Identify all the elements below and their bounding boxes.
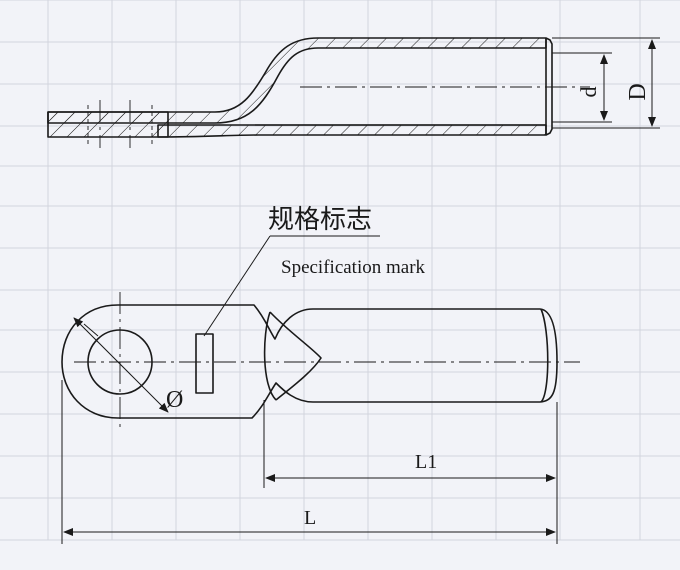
lug-section-view bbox=[47, 37, 553, 138]
label-L1: L1 bbox=[415, 451, 437, 473]
barrel-lower-wall bbox=[157, 124, 547, 138]
palm-plate-section bbox=[47, 111, 169, 138]
extension-lines bbox=[61, 380, 558, 544]
spec-mark-leader bbox=[203, 235, 271, 337]
spec-mark-label-en: Specification mark bbox=[281, 257, 426, 278]
label-L: L bbox=[304, 507, 316, 529]
hole-diameter-label: Ø bbox=[166, 387, 183, 413]
hatched-wall-section bbox=[47, 37, 547, 124]
label-d: d bbox=[576, 87, 601, 98]
section-centerlines bbox=[99, 86, 590, 148]
lug-outline bbox=[61, 304, 558, 419]
barrel-end-cap bbox=[545, 37, 553, 136]
crimp-transition-curve bbox=[269, 311, 322, 401]
spec-mark-box bbox=[195, 333, 214, 394]
diameter-dimensions bbox=[552, 37, 660, 129]
lug-front-view bbox=[61, 304, 558, 419]
hole-diameter-dimension bbox=[73, 317, 169, 413]
spec-mark-label-cn: 规格标志 bbox=[268, 205, 372, 234]
crimp-transition-curve-back bbox=[263, 311, 277, 401]
bleed-through-table bbox=[0, 0, 680, 541]
label-D: D bbox=[625, 83, 651, 100]
barrel-mouth-arc bbox=[540, 308, 549, 403]
front-centerlines bbox=[74, 292, 580, 432]
